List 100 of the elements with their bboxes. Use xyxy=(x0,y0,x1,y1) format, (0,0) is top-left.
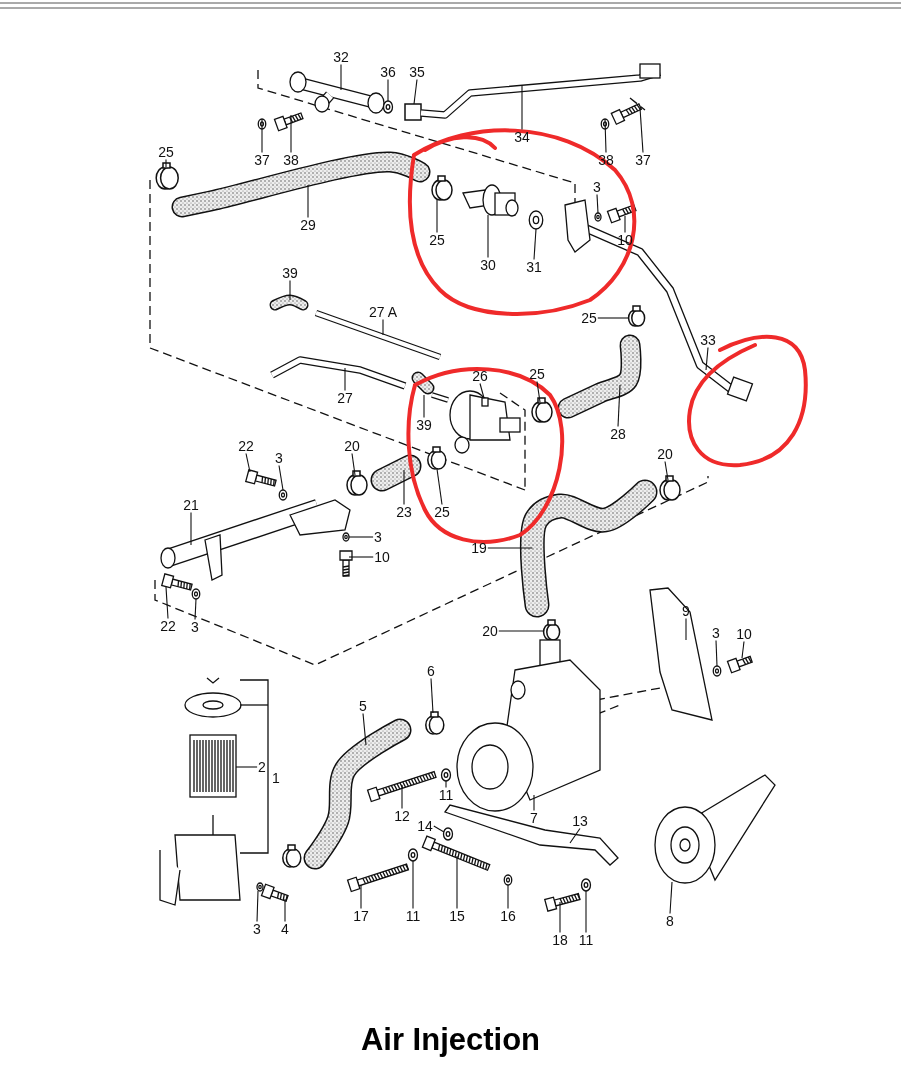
bolt xyxy=(260,883,289,903)
leader-line xyxy=(387,78,389,102)
leader-line xyxy=(617,384,621,428)
callout-number: 25 xyxy=(428,232,446,248)
callout-number: 21 xyxy=(182,497,200,513)
callout-number: 13 xyxy=(571,813,589,829)
callout-number: 3 xyxy=(711,625,721,641)
callout-number: 16 xyxy=(499,908,517,924)
callout-number: 33 xyxy=(699,332,717,348)
leader-line xyxy=(433,825,445,833)
leader-line xyxy=(456,855,458,910)
tube xyxy=(270,356,407,390)
leader-line xyxy=(351,452,356,476)
leader-line xyxy=(715,639,718,667)
hose-clamp xyxy=(155,162,179,190)
callout-number: 10 xyxy=(735,626,753,642)
union-nut xyxy=(404,103,422,121)
bolt xyxy=(160,573,193,591)
callout-number: 35 xyxy=(408,64,426,80)
leader-line xyxy=(669,881,673,915)
tube xyxy=(314,309,442,361)
leader-line xyxy=(423,394,425,419)
leader-line xyxy=(741,640,745,659)
leader-line xyxy=(284,898,286,923)
washer xyxy=(580,878,592,892)
washer xyxy=(440,768,452,782)
callout-number: 8 xyxy=(665,913,675,929)
leader-line xyxy=(639,107,644,154)
leader-line xyxy=(507,884,509,910)
air-pipe-with-bracket xyxy=(564,199,754,402)
leader-line xyxy=(340,63,342,91)
leader-line xyxy=(401,784,403,810)
callout-number: 23 xyxy=(395,504,413,520)
callout-number: 12 xyxy=(393,808,411,824)
leader-line xyxy=(344,367,346,392)
callout-number: 27 A xyxy=(368,304,398,320)
washer xyxy=(600,118,610,130)
leader-line xyxy=(165,158,167,168)
leader-line xyxy=(533,228,537,261)
hose xyxy=(303,718,412,870)
callout-number: 15 xyxy=(448,908,466,924)
hose-clamp xyxy=(425,711,445,735)
leader-line xyxy=(597,317,630,319)
hose-clamp xyxy=(282,844,302,868)
callout-number: 27 xyxy=(336,390,354,406)
hose-clamp xyxy=(427,446,447,470)
callout-number: 6 xyxy=(426,663,436,679)
bolt xyxy=(421,835,491,872)
callout-number: 5 xyxy=(358,698,368,714)
hose-piece xyxy=(269,294,309,311)
diagram-title: Air Injection xyxy=(359,1022,542,1058)
callout-number: 3 xyxy=(274,450,284,466)
leader-line xyxy=(487,214,489,259)
leader-line xyxy=(430,677,434,714)
filter-element xyxy=(189,734,237,798)
callout-number: 38 xyxy=(282,152,300,168)
leader-line xyxy=(307,184,309,219)
bolt xyxy=(543,892,581,912)
washer xyxy=(191,588,201,600)
callout-number: 34 xyxy=(513,129,531,145)
leader-line xyxy=(261,118,263,154)
callout-number: 25 xyxy=(157,144,175,160)
callout-number: 3 xyxy=(592,179,602,195)
callout-number: 29 xyxy=(299,217,317,233)
leader-line xyxy=(533,794,535,812)
callout-number: 31 xyxy=(525,259,543,275)
callout-number: 2 xyxy=(257,759,267,775)
callout-number: 26 xyxy=(471,368,489,384)
callout-number: 3 xyxy=(190,619,200,635)
leader-line xyxy=(569,827,581,844)
washer xyxy=(278,489,288,501)
leader-line xyxy=(685,617,687,641)
leader-line xyxy=(362,712,367,746)
callout-number: 3 xyxy=(252,921,262,937)
leader-line xyxy=(487,547,533,549)
callout-number: 22 xyxy=(237,438,255,454)
callout-number: 3 xyxy=(373,529,383,545)
sealing-ring xyxy=(528,210,544,230)
callout-number: 36 xyxy=(379,64,397,80)
hose-clamp xyxy=(431,175,453,201)
washer xyxy=(256,882,264,892)
sleeve xyxy=(382,100,394,114)
washer xyxy=(257,118,267,130)
bolt xyxy=(366,770,437,803)
callout-number: 39 xyxy=(415,417,433,433)
air-distribution-pipe xyxy=(160,499,351,581)
spacer xyxy=(442,827,454,841)
bolt xyxy=(346,863,410,893)
leader-line xyxy=(536,380,541,403)
leader-line xyxy=(559,901,561,934)
leader-line xyxy=(348,536,374,538)
callout-number: 22 xyxy=(159,618,177,634)
leader-line xyxy=(664,460,669,481)
hose-clamp xyxy=(627,305,646,327)
leader-line xyxy=(290,114,292,154)
callout-number: 9 xyxy=(681,603,691,619)
callout-number: 25 xyxy=(433,504,451,520)
nut xyxy=(503,874,513,886)
check-valve xyxy=(462,184,519,217)
leader-line xyxy=(604,118,607,154)
